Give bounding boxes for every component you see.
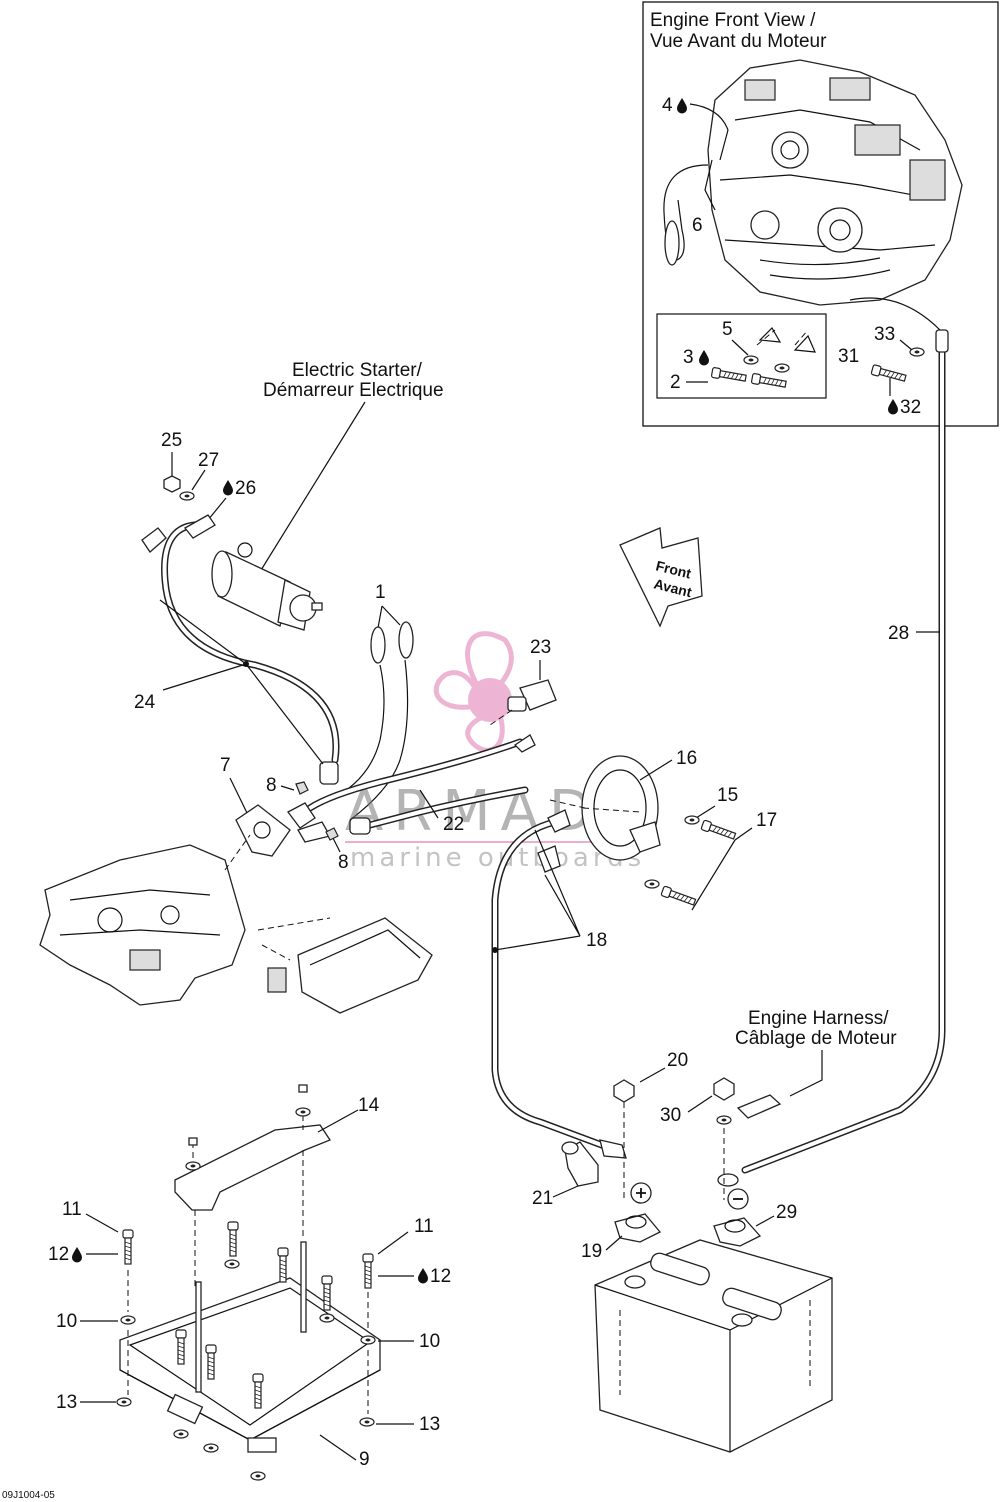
inset-fastener-box <box>656 313 827 399</box>
inset-title-line2: Vue Avant du Moteur <box>650 31 827 52</box>
callout-33: 33 <box>874 324 895 345</box>
hold-down-14: 14 <box>174 1084 380 1290</box>
cable-18: 18 <box>491 809 627 1159</box>
watermark-tagline: marine outboards <box>350 843 645 873</box>
callout-10-left: 10 <box>56 1311 77 1332</box>
figure-reference: 09J1004-05 <box>2 1490 55 1501</box>
cable-22: 22 <box>306 734 536 835</box>
callout-13-left: 13 <box>56 1392 77 1413</box>
callout-12-right: 12 <box>430 1266 451 1287</box>
callout-26: 26 <box>235 478 256 499</box>
engine-harness-section: Engine Harness/ Câblage de Moteur <box>735 1008 897 1119</box>
harness-label-line2: Câblage de Moteur <box>735 1028 897 1049</box>
callout-31: 31 <box>838 346 859 367</box>
callout-6: 6 <box>692 215 703 236</box>
drop-icon <box>418 1268 428 1284</box>
tray-fasteners <box>116 1221 376 1481</box>
inset-title-line1: Engine Front View / <box>650 10 816 31</box>
callout-4: 4 <box>662 95 673 116</box>
callout-30: 30 <box>660 1105 681 1126</box>
callout-10-right: 10 <box>419 1331 440 1352</box>
callout-17: 17 <box>756 810 777 831</box>
fuse-box <box>257 917 433 1014</box>
callout-12-left: 12 <box>48 1244 69 1265</box>
drop-icon <box>72 1247 82 1263</box>
callout-22: 22 <box>443 814 464 835</box>
inset-engine-front-view: Engine Front View / Vue Avant du Moteur … <box>642 1 999 427</box>
callout-28: 28 <box>888 623 909 644</box>
callout-19: 19 <box>581 1241 602 1262</box>
negative-clamp-29: 29 <box>713 1188 797 1247</box>
callout-7: 7 <box>220 755 231 776</box>
callout-32: 32 <box>900 397 921 418</box>
callout-3: 3 <box>683 347 694 368</box>
tray-callouts: 11 12 10 13 11 12 10 13 <box>48 1199 451 1435</box>
callout-9: 9 <box>359 1449 370 1470</box>
callout-2: 2 <box>670 372 681 393</box>
callout-24: 24 <box>134 692 156 713</box>
callout-23: 23 <box>530 637 551 658</box>
nuts-20-30: 20 30 <box>613 1050 735 1200</box>
starter-label-line2: Démarreur Electrique <box>263 380 444 401</box>
callout-5: 5 <box>722 319 733 340</box>
drop-icon <box>223 480 233 496</box>
callout-8-top: 8 <box>266 775 277 796</box>
callout-29: 29 <box>776 1202 797 1223</box>
callout-27: 27 <box>198 450 219 471</box>
callout-11-right: 11 <box>414 1216 434 1237</box>
callout-14: 14 <box>358 1095 380 1116</box>
starter-label-line1: Electric Starter/ <box>292 360 423 381</box>
battery-tray-9: 9 <box>119 1277 381 1470</box>
callout-16: 16 <box>676 748 697 769</box>
engine-illustration <box>704 59 963 331</box>
relay-16: 16 15 17 <box>549 748 777 911</box>
positive-clamp-19: 19 <box>581 1182 662 1262</box>
plus-terminal-icon <box>636 1188 646 1198</box>
electric-starter-section: Electric Starter/ Démarreur Electrique 2… <box>134 360 444 785</box>
callout-13-right: 13 <box>419 1414 440 1435</box>
callout-25: 25 <box>161 430 182 451</box>
callout-21: 21 <box>532 1188 553 1209</box>
callout-20: 20 <box>667 1050 688 1071</box>
starter-relay-7: 7 8 8 <box>220 755 349 873</box>
electric-starter-motor <box>211 542 323 631</box>
callout-18: 18 <box>586 930 607 951</box>
engine-casing-sketch <box>39 834 251 1006</box>
callout-8-bottom: 8 <box>338 852 349 873</box>
cable-28: 28 <box>717 329 949 1187</box>
callout-15: 15 <box>717 785 738 806</box>
callout-11-left: 11 <box>62 1199 82 1220</box>
harness-label-line1: Engine Harness/ <box>748 1008 889 1029</box>
terminal-cap-21: 21 <box>532 1141 599 1209</box>
callout-1: 1 <box>375 582 386 603</box>
battery <box>594 1239 833 1453</box>
front-direction-arrow: Front Avant <box>619 527 703 628</box>
solenoid-23: 23 <box>489 637 557 726</box>
